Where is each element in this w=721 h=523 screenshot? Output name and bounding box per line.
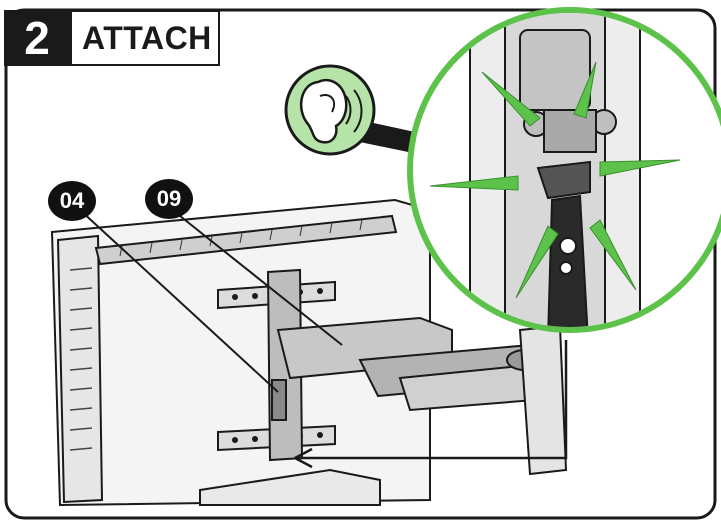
mount-plate [266, 268, 304, 462]
step-number: 2 [4, 10, 70, 66]
detail-arrow [294, 340, 568, 469]
callout-part-09: 09 [145, 179, 193, 219]
callout-part-04: 04 [48, 181, 96, 221]
detail-magnifier [407, 7, 721, 333]
step-title: ATTACH [70, 10, 220, 66]
callout-leaders [79, 209, 343, 393]
articulating-arm [276, 316, 561, 412]
ear-icon [284, 64, 376, 156]
